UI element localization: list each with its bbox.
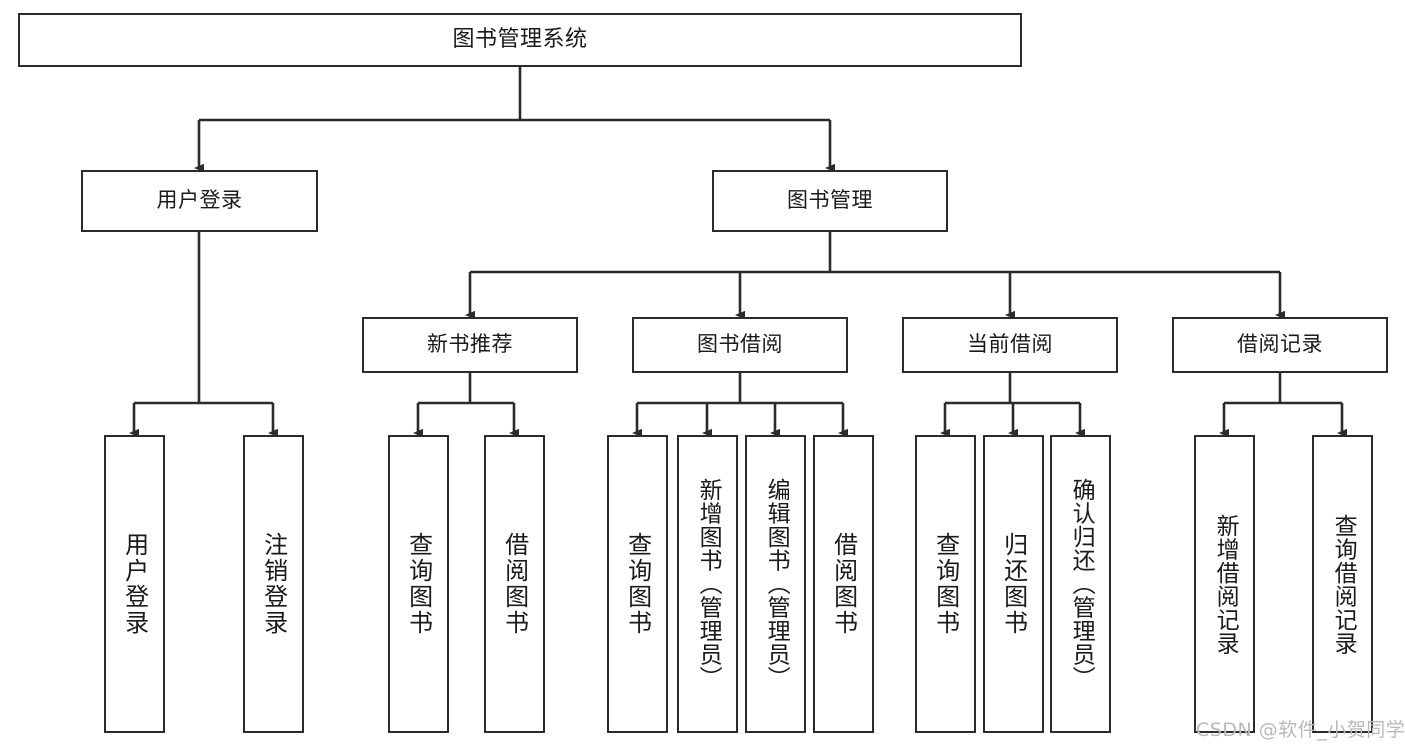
node-label: 用户登录 bbox=[120, 532, 149, 636]
node-borrow-record[interactable]: 借阅记录 bbox=[1172, 317, 1388, 373]
node-book-borrow[interactable]: 图书借阅 bbox=[632, 317, 848, 373]
node-label: 新增图书（管理员） bbox=[695, 478, 722, 690]
edge-group-book-borrow bbox=[632, 373, 848, 438]
node-leaf-confirm-return-admin[interactable]: 确认归还（管理员） bbox=[1050, 435, 1111, 733]
node-label: 查询图书 bbox=[623, 532, 652, 636]
edge-group-current-borrow bbox=[940, 373, 1085, 438]
node-leaf-query-book-current[interactable]: 查询图书 bbox=[915, 435, 976, 733]
node-label: 编辑图书（管理员） bbox=[763, 478, 790, 690]
node-leaf-query-book-recommend[interactable]: 查询图书 bbox=[388, 435, 449, 733]
node-leaf-borrow-book-recommend[interactable]: 借阅图书 bbox=[484, 435, 545, 733]
node-book-management-system[interactable]: 图书管理系统 bbox=[18, 13, 1022, 67]
node-leaf-query-borrow-record[interactable]: 查询借阅记录 bbox=[1312, 435, 1373, 733]
node-user-login[interactable]: 用户登录 bbox=[81, 170, 318, 232]
edge-group-user-login bbox=[129, 232, 278, 438]
node-leaf-borrow-book-borrow[interactable]: 借阅图书 bbox=[813, 435, 874, 733]
edge-group-borrow-record bbox=[1219, 373, 1347, 438]
node-label: 借阅图书 bbox=[829, 532, 858, 636]
node-leaf-logout-login[interactable]: 注销登录 bbox=[243, 435, 304, 733]
node-label: 新书推荐 bbox=[427, 332, 513, 357]
node-label: 查询图书 bbox=[931, 532, 960, 636]
node-label: 新增借阅记录 bbox=[1212, 513, 1239, 655]
node-label: 查询借阅记录 bbox=[1330, 513, 1357, 655]
edge-group-new-book-recommend bbox=[413, 373, 519, 438]
node-label: 当前借阅 bbox=[967, 332, 1053, 357]
node-current-borrow[interactable]: 当前借阅 bbox=[902, 317, 1118, 373]
node-leaf-add-borrow-record[interactable]: 新增借阅记录 bbox=[1194, 435, 1255, 733]
node-book-manage[interactable]: 图书管理 bbox=[712, 170, 948, 232]
node-leaf-edit-book-admin[interactable]: 编辑图书（管理员） bbox=[745, 435, 806, 733]
node-label: 用户登录 bbox=[156, 188, 243, 213]
csdn-watermark: CSDN @软件_小贺同学 bbox=[1196, 719, 1405, 741]
node-label: 查询图书 bbox=[404, 532, 433, 636]
node-label: 注销登录 bbox=[259, 532, 288, 636]
edge-group-root bbox=[194, 67, 835, 173]
node-leaf-add-book-admin[interactable]: 新增图书（管理员） bbox=[677, 435, 738, 733]
node-label: 图书管理 bbox=[787, 188, 873, 213]
edge-group-book-manage bbox=[465, 232, 1285, 320]
node-label: 归还图书 bbox=[999, 532, 1028, 636]
node-new-book-recommend[interactable]: 新书推荐 bbox=[362, 317, 578, 373]
node-label: 确认归还（管理员） bbox=[1068, 478, 1095, 690]
node-label: 借阅图书 bbox=[500, 532, 529, 636]
node-label: 图书借阅 bbox=[697, 332, 783, 357]
node-leaf-return-book[interactable]: 归还图书 bbox=[983, 435, 1044, 733]
node-leaf-user-login[interactable]: 用户登录 bbox=[104, 435, 165, 733]
node-leaf-query-book-borrow[interactable]: 查询图书 bbox=[607, 435, 668, 733]
node-label: 图书管理系统 bbox=[452, 26, 588, 52]
node-label: 借阅记录 bbox=[1237, 332, 1323, 357]
